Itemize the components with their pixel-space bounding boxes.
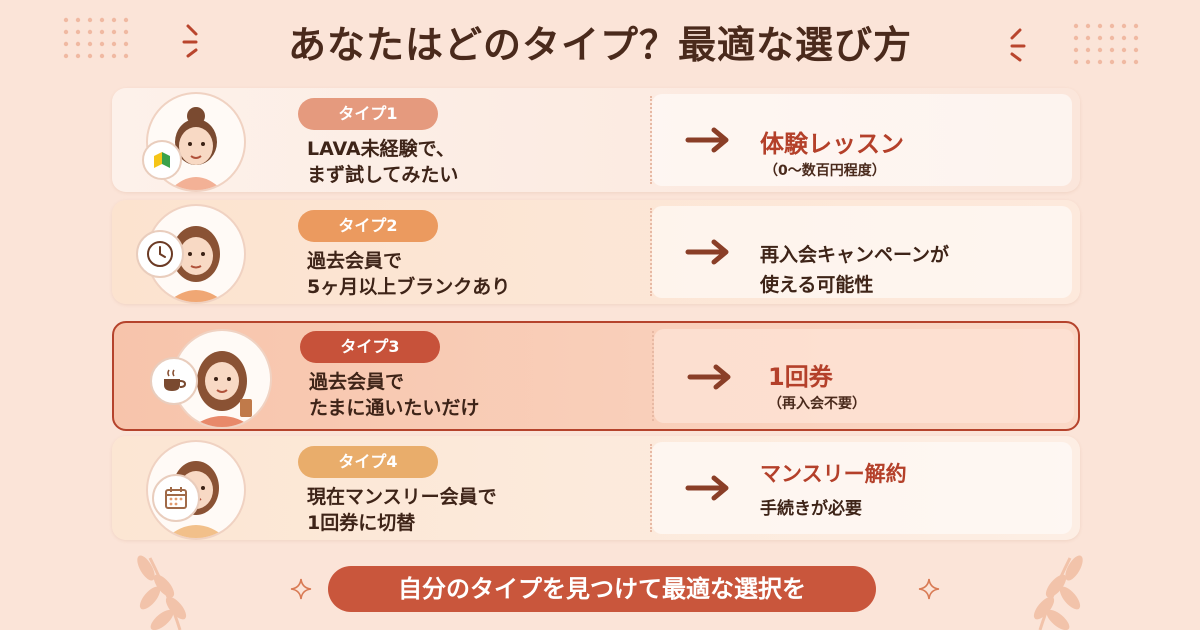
type-description: 過去会員で たまに通いたいだけ (309, 369, 479, 421)
dotted-divider (650, 96, 652, 184)
result-subtitle: 手続きが必要 (760, 499, 862, 519)
spark-left-icon (182, 24, 198, 58)
type-card-3: タイプ3 過去会員で たまに通いたいだけ 1回券 （再入会不要） (112, 321, 1080, 431)
type-card-4: タイプ4 現在マンスリー会員で 1回券に切替 マンスリー解約 手続きが必要 (112, 436, 1080, 540)
beginner-mark-icon (142, 140, 182, 180)
type-card-2: タイプ2 過去会員で 5ヶ月以上ブランクあり 再入会キャンペーンが 使える可能性 (112, 200, 1080, 304)
cta-banner: 自分のタイプを見つけて最適な選択を (328, 566, 876, 612)
arrow-right-icon (685, 127, 729, 153)
dotted-divider (652, 331, 654, 421)
dot-grid-left (63, 17, 129, 59)
spark-right-icon (1010, 28, 1026, 62)
arrow-right-icon (685, 239, 729, 265)
description-line: 過去会員で (307, 250, 403, 272)
dotted-divider (650, 208, 652, 296)
clock-icon (136, 230, 184, 278)
dot-grid-right (1073, 23, 1139, 65)
dotted-divider (650, 444, 652, 532)
arrow-right-icon (687, 364, 731, 390)
result-subtitle: 使える可能性 (760, 274, 874, 296)
sparkle-right-icon (918, 578, 940, 600)
type-description: 現在マンスリー会員で 1回券に切替 (307, 484, 497, 536)
coffee-cup-icon (150, 357, 198, 405)
result-title: マンスリー解約 (760, 462, 907, 486)
result-title: 1回券 (768, 363, 833, 391)
type-badge: タイプ2 (298, 210, 438, 242)
type-description: 過去会員で 5ヶ月以上ブランクあり (307, 248, 510, 300)
description-line: 5ヶ月以上ブランクあり (307, 276, 511, 298)
page-title: あなたはどのタイプ？最適な選び方 (287, 23, 912, 67)
description-line: たまに通いたいだけ (309, 397, 480, 419)
result-title: 再入会キャンペーンが (760, 244, 950, 266)
result-title: 体験レッスン (760, 130, 904, 158)
type-badge: タイプ3 (300, 331, 440, 363)
type-description: LAVA未経験で、 まず試してみたい (307, 136, 458, 188)
leaf-branch-right-icon (1033, 555, 1083, 630)
calendar-icon (152, 474, 200, 522)
type-badge: タイプ4 (298, 446, 438, 478)
description-line: まず試してみたい (307, 164, 459, 186)
leaf-branch-left-icon (137, 555, 187, 630)
type-badge: タイプ1 (298, 98, 438, 130)
description-line: 現在マンスリー会員で (307, 486, 497, 508)
description-line: LAVA未経験で、 (307, 138, 455, 160)
woman-avatar (146, 204, 246, 304)
result-subtitle: （再入会不要） (768, 396, 866, 412)
description-line: 1回券に切替 (307, 512, 416, 534)
result-subtitle: （0〜数百円程度） (764, 163, 886, 179)
arrow-right-icon (685, 475, 729, 501)
sparkle-left-icon (290, 578, 312, 600)
type-card-1: タイプ1 LAVA未経験で、 まず試してみたい 体験レッスン （0〜数百円程度） (112, 88, 1080, 192)
description-line: 過去会員で (309, 371, 405, 393)
